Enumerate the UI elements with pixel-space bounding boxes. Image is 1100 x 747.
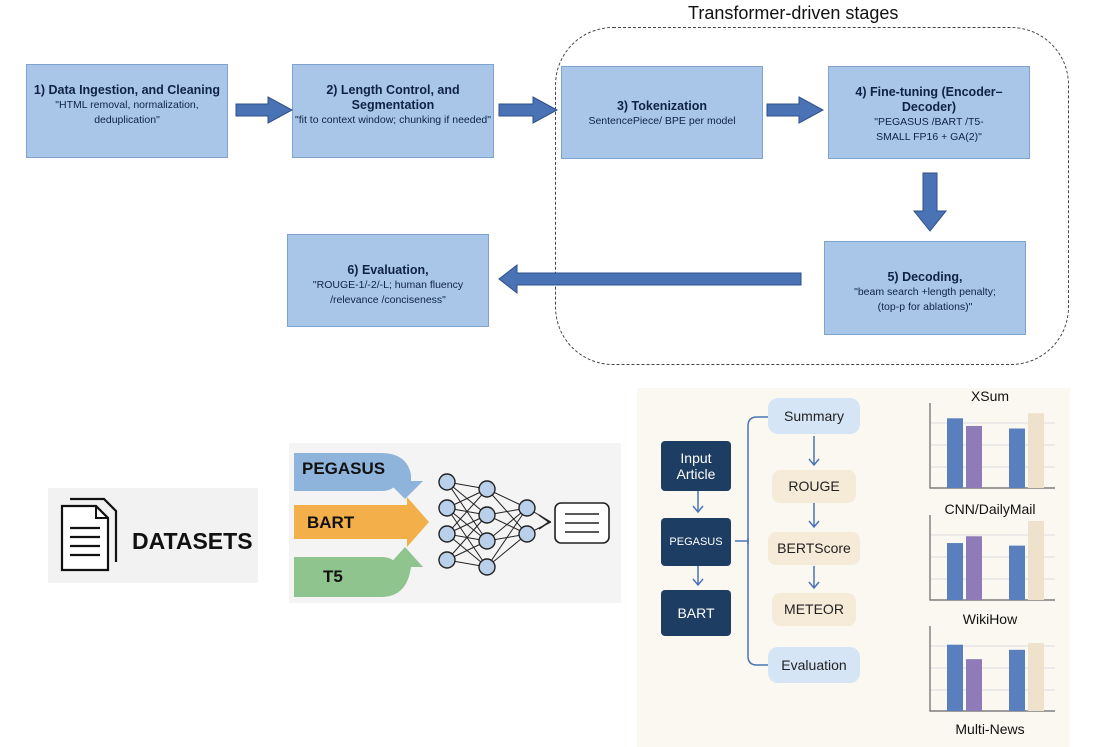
stage-4-box: 4) Fine-tuning (Encoder–Decoder) "PEGASU…	[828, 66, 1030, 159]
mini-charts	[929, 403, 1055, 712]
meteor-pill: METEOR	[772, 593, 856, 626]
bar	[966, 659, 982, 711]
pegasus-label: PEGASUS	[669, 536, 723, 548]
bar	[1028, 643, 1044, 711]
t5-arrow	[294, 547, 423, 597]
input-article-box: Input Article	[661, 441, 731, 491]
mini-chart-2	[929, 626, 1055, 712]
stage-title: 2) Length Control, and Segmentation	[326, 83, 460, 112]
bar	[947, 543, 963, 600]
model-label-t5: T5	[323, 567, 343, 586]
bar	[966, 536, 982, 600]
stage-title: 5) Decoding,	[887, 270, 963, 284]
bar	[1028, 520, 1044, 600]
rouge-pill: ROUGE	[772, 470, 856, 503]
stage-detail: "PEGASUS /BART /T5-SMALL FP16 + GA(2)"	[874, 116, 984, 143]
bar	[947, 644, 963, 711]
stage-5-box: 5) Decoding, "beam search +length penalt…	[824, 241, 1026, 335]
bar	[1009, 649, 1025, 711]
stage-title: 3) Tokenization	[616, 99, 708, 113]
stage-title: 1) Data Ingestion, and Cleaning	[33, 83, 221, 97]
meteor-label: METEOR	[784, 601, 844, 617]
bertscore-pill: BERTScore	[768, 532, 860, 565]
stage-6-box: 6) Evaluation, "ROUGE-1/-2/-L; human flu…	[287, 234, 489, 327]
bar	[1009, 428, 1025, 488]
bar	[1028, 413, 1044, 488]
chart-title-wikihow: WikiHow	[962, 611, 1018, 627]
stage-2-box: 2) Length Control, and Segmentation "fit…	[292, 64, 494, 158]
chart-title-xsum: XSum	[970, 388, 1010, 404]
model-label-pegasus: PEGASUS	[302, 459, 386, 478]
chart-title-multi-news: Multi-News	[955, 721, 1025, 737]
stage-detail: "beam search +length penalty; (top-p for…	[854, 286, 996, 313]
document-stack-icon	[60, 497, 118, 572]
summary-label: Summary	[784, 408, 844, 424]
arrow-right-1	[235, 96, 294, 124]
bart-label: BART	[677, 605, 715, 621]
region-title: Transformer-driven stages	[688, 3, 899, 23]
stage-detail: SentencePiece/ BPE per model	[588, 115, 736, 127]
bar	[947, 418, 963, 488]
chart-title-cnn-dailymail: CNN/DailyMail	[944, 501, 1036, 517]
mini-chart-0	[929, 403, 1055, 489]
stage-detail: "HTML removal, normalization, deduplicat…	[55, 99, 199, 126]
stage-1-box: 1) Data Ingestion, and Cleaning "HTML re…	[26, 64, 228, 158]
flow-connectors	[692, 416, 820, 666]
stage-detail: "ROUGE-1/-2/-L; human fluency /relevance…	[312, 279, 464, 306]
evaluation-pill: Evaluation	[768, 647, 860, 683]
bart-arrow	[294, 497, 429, 547]
model-label-bart: BART	[307, 513, 355, 532]
arrow-right-2	[498, 96, 559, 124]
bart-box: BART	[661, 590, 731, 636]
rouge-label: ROUGE	[788, 478, 840, 494]
input-article-label: Input Article	[676, 450, 716, 482]
stage-title: 6) Evaluation,	[347, 263, 429, 277]
model-arrows	[294, 453, 610, 597]
evaluation-label: Evaluation	[781, 657, 847, 673]
pegasus-box: PEGASUS	[661, 518, 731, 566]
stage-title: 4) Fine-tuning (Encoder–Decoder)	[855, 85, 1003, 114]
arrow-left-long	[498, 263, 802, 295]
summary-pill: Summary	[768, 398, 860, 434]
bar	[1009, 545, 1025, 600]
arrow-down	[912, 172, 948, 232]
datasets-label: DATASETS	[132, 528, 253, 554]
bar	[966, 425, 982, 488]
transformer-stages-region	[555, 27, 1069, 365]
bertscore-label: BERTScore	[777, 540, 851, 556]
pegasus-arrow	[294, 453, 423, 499]
mini-chart-1	[929, 515, 1055, 601]
arrow-right-3	[766, 96, 825, 124]
stage-detail: "fit to context window; chunking if need…	[295, 114, 491, 126]
stage-3-box: 3) Tokenization SentencePiece/ BPE per m…	[561, 66, 763, 159]
